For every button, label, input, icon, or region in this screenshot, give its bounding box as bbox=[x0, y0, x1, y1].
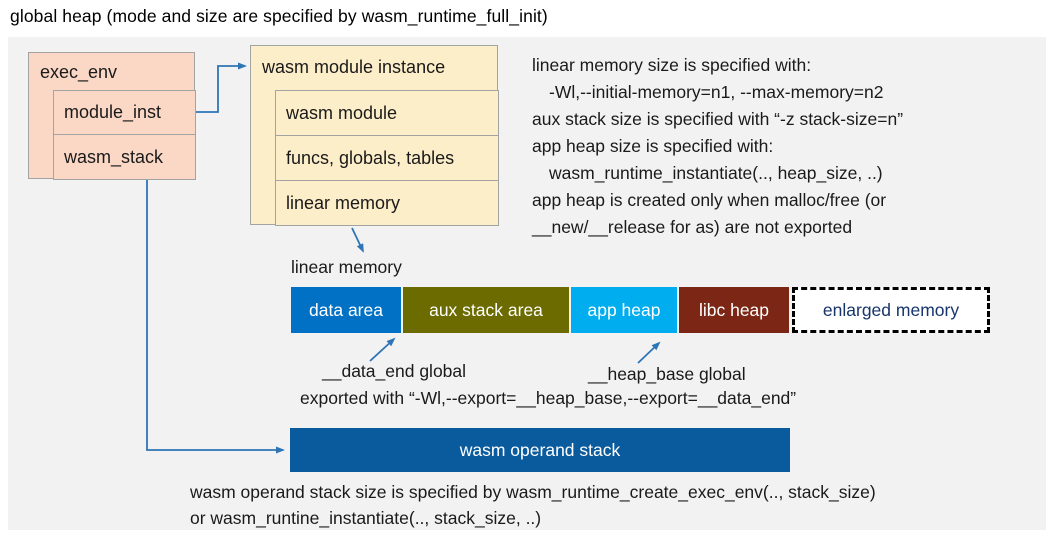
exec-env-box: exec_env module_inst wasm_stack bbox=[28, 52, 196, 180]
operand-stack-notes: wasm operand stack size is specified by … bbox=[190, 479, 876, 531]
exec-env-header: exec_env bbox=[40, 62, 118, 82]
export-note-label: exported with “-Wl,--export=__heap_base,… bbox=[300, 388, 797, 408]
exec-env-row-module-inst: module_inst bbox=[53, 90, 196, 135]
segment-libc-heap: libc heap bbox=[679, 287, 789, 333]
note-line: __new/__release for as) are not exported bbox=[532, 217, 853, 237]
note-line: -Wl,--initial-memory=n1, --max-memory=n2 bbox=[549, 82, 884, 102]
segment-enlarged-memory: enlarged memory bbox=[792, 287, 990, 333]
note-line: app heap size is specified with: bbox=[532, 136, 774, 156]
heap-base-global-label: __heap_base global bbox=[588, 364, 746, 384]
linear-memory-notes: linear memory size is specified with: -W… bbox=[532, 52, 903, 241]
note-line: linear memory size is specified with: bbox=[532, 55, 812, 75]
module-instance-row-linear-memory: linear memory bbox=[275, 180, 499, 226]
module-instance-box: wasm module instance wasm module funcs, … bbox=[250, 45, 499, 226]
segment-app-heap: app heap bbox=[571, 287, 677, 333]
module-instance-row-wasm-module: wasm module bbox=[275, 90, 499, 136]
module-instance-header: wasm module instance bbox=[262, 57, 446, 77]
note-line: aux stack size is specified with “-z sta… bbox=[532, 109, 904, 129]
linear-memory-label: linear memory bbox=[291, 257, 402, 277]
exec-env-row-wasm-stack: wasm_stack bbox=[53, 134, 196, 180]
note-line: or wasm_runtine_instantiate(.., stack_si… bbox=[190, 508, 542, 528]
note-line: wasm_runtime_instantiate(.., heap_size, … bbox=[549, 163, 883, 183]
note-line: app heap is created only when malloc/fre… bbox=[532, 190, 887, 210]
note-line: wasm operand stack size is specified by … bbox=[190, 482, 876, 502]
wasm-operand-stack-bar: wasm operand stack bbox=[290, 428, 790, 472]
diagram-title: global heap (mode and size are specified… bbox=[10, 6, 548, 26]
segment-aux-stack-area: aux stack area bbox=[403, 287, 569, 333]
segment-data-area: data area bbox=[291, 287, 401, 333]
module-instance-row-funcs-globals-tables: funcs, globals, tables bbox=[275, 135, 499, 181]
data-end-global-label: __data_end global bbox=[322, 361, 467, 381]
